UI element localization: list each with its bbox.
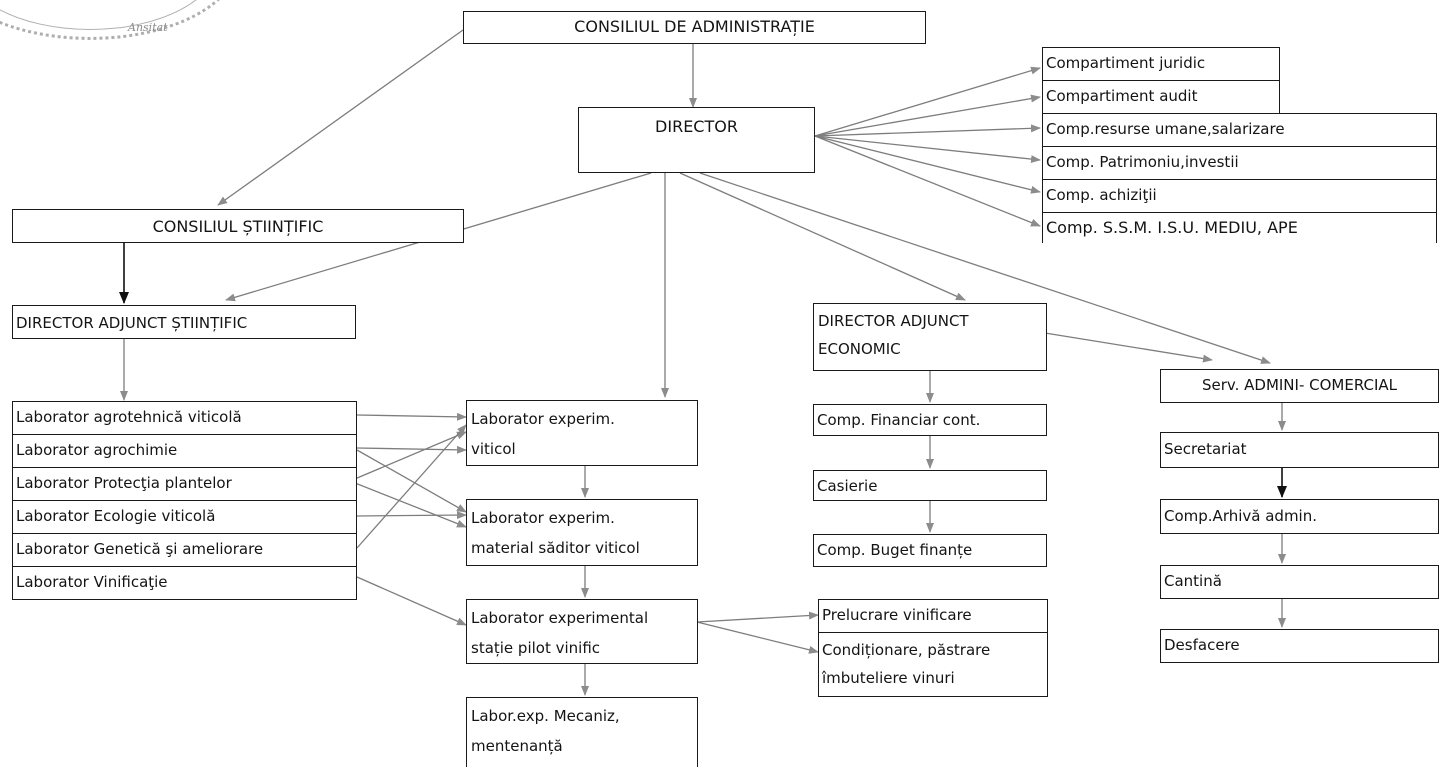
node-desfacere: Desfacere bbox=[1160, 629, 1439, 663]
node-comp-arhiva: Comp.Arhivă admin. bbox=[1160, 499, 1439, 534]
edge-lab6-to-statie bbox=[356, 576, 467, 626]
edge-lab3-to-viticol bbox=[349, 431, 467, 482]
node-label: Serv. ADMINI- COMERCIAL bbox=[1201, 376, 1398, 394]
admin-group: Serv. ADMINI- COMERCIAL Secretariat Comp… bbox=[1160, 369, 1439, 663]
lab-vinificatie: Laborator Vinificaţie bbox=[16, 573, 168, 591]
edge-statie-to-prelucrare bbox=[696, 611, 819, 623]
edge-director-to-juridic bbox=[814, 66, 1041, 137]
node-comp-financiar: Comp. Financiar cont. bbox=[813, 404, 1047, 436]
edge-director-to-patrimoniu bbox=[814, 135, 1041, 164]
laboratories-list: Laborator agrotehnică viticolă Laborator… bbox=[12, 401, 357, 600]
edge-lab5-to-viticol bbox=[356, 424, 467, 549]
edge-director-to-ssm bbox=[814, 135, 1041, 227]
node-label-line: material săditor viticol bbox=[471, 539, 640, 557]
node-serv-admin: Serv. ADMINI- COMERCIAL bbox=[1160, 369, 1439, 403]
node-lab-exp-viticol: Laborator experim. viticol bbox=[466, 400, 698, 466]
node-label-line: Labor.exp. Mecaniz, bbox=[471, 707, 620, 725]
compartment-resurse-umane: Comp.resurse umane,salarizare bbox=[1042, 113, 1437, 146]
node-label-line: stație pilot vinific bbox=[471, 639, 601, 657]
edge-director-to-audit bbox=[814, 94, 1041, 137]
stamp-text: Ansitat bbox=[128, 21, 168, 34]
node-cantina: Cantină bbox=[1160, 565, 1439, 599]
node-prelucrare: Prelucrare vinificare bbox=[819, 600, 1047, 633]
node-comp-buget: Comp. Buget finanțe bbox=[813, 534, 1047, 567]
node-label: Casierie bbox=[817, 477, 878, 495]
edge-statie-to-conditionare bbox=[696, 621, 819, 654]
node-label: Desfacere bbox=[1164, 636, 1240, 654]
node-lab-exp-mecaniz: Labor.exp. Mecaniz, mentenanță bbox=[466, 697, 698, 767]
node-label-line: Laborator experimental bbox=[471, 609, 649, 627]
node-director-adjunct-economic: DIRECTOR ADJUNCT ECONOMIC bbox=[813, 303, 1047, 371]
node-lab-exp-statie: Laborator experimental stație pilot vini… bbox=[466, 599, 698, 664]
node-consiliul-stiintific: CONSILIUL ȘTIINȚIFIC bbox=[12, 209, 464, 243]
lab-protectia-plantelor: Laborator Protecţia plantelor bbox=[13, 468, 356, 501]
node-label: DIRECTOR ADJUNCT ȘTIINȚIFIC bbox=[16, 314, 248, 332]
node-label-line: mentenanță bbox=[471, 737, 563, 755]
node-casierie: Casierie bbox=[813, 470, 1047, 501]
edge-lab4-to-material bbox=[356, 511, 467, 520]
node-conditionare: Condiționare, păstrare îmbuteliere vinur… bbox=[819, 633, 1047, 692]
compartment-audit: Compartiment audit bbox=[1042, 80, 1280, 113]
edge-lab1-to-viticol bbox=[356, 412, 467, 421]
edge-lab3-to-material bbox=[349, 480, 467, 528]
node-lab-exp-material: Laborator experim. material săditor viti… bbox=[466, 499, 698, 566]
lab-agrotehnica: Laborator agrotehnică viticolă bbox=[13, 402, 356, 435]
edge-da-economic-to-serv-admin bbox=[1044, 332, 1213, 363]
node-label-line: îmbuteliere vinuri bbox=[822, 669, 955, 687]
lab-genetica: Laborator Genetică şi ameliorare bbox=[13, 534, 356, 567]
node-label: Comp. Financiar cont. bbox=[817, 411, 981, 429]
edge-ca-to-consiliul-stiintific bbox=[217, 29, 464, 206]
edge-director-to-achizitii bbox=[814, 135, 1041, 194]
compartment-achizitii: Comp. achiziţii bbox=[1042, 179, 1437, 212]
node-label: Comp. Buget finanțe bbox=[817, 541, 973, 559]
node-label: DIRECTOR bbox=[655, 117, 738, 136]
node-label: CONSILIUL DE ADMINISTRAȚIE bbox=[574, 17, 815, 36]
node-label: CONSILIUL ȘTIINȚIFIC bbox=[152, 217, 324, 236]
compartment-juridic: Compartiment juridic bbox=[1042, 47, 1280, 80]
node-consiliul-administratie: CONSILIUL DE ADMINISTRAȚIE bbox=[463, 11, 926, 44]
edge-lab2-to-viticol bbox=[356, 445, 467, 454]
edge-director-to-serv-admin bbox=[699, 172, 1271, 364]
node-label: Comp.Arhivă admin. bbox=[1164, 507, 1317, 525]
edge-lab2-to-material bbox=[356, 449, 467, 513]
node-director: DIRECTOR bbox=[578, 107, 815, 173]
edge-director-to-da-economic bbox=[679, 172, 966, 301]
node-label: Cantină bbox=[1164, 572, 1222, 590]
edge-director-to-resurse bbox=[814, 124, 1041, 137]
compartment-patrimoniu: Comp. Patrimoniu,investii bbox=[1042, 146, 1437, 179]
compartments-group: Compartiment juridic Compartiment audit … bbox=[1042, 47, 1437, 243]
node-label-line: DIRECTOR ADJUNCT bbox=[818, 312, 969, 330]
lab-agrochimie: Laborator agrochimie bbox=[13, 435, 356, 468]
node-label-line: Condiționare, păstrare bbox=[822, 641, 991, 659]
lab-ecologie: Laborator Ecologie viticolă bbox=[13, 501, 356, 534]
node-label-line: Laborator experim. bbox=[471, 509, 615, 527]
node-director-adjunct-stiintific: DIRECTOR ADJUNCT ȘTIINȚIFIC bbox=[12, 305, 356, 339]
compartment-ssm: Comp. S.S.M. I.S.U. MEDIU, APE bbox=[1042, 212, 1437, 243]
node-label-line: viticol bbox=[471, 440, 516, 458]
vinification-group: Prelucrare vinificare Condiționare, păst… bbox=[818, 599, 1048, 697]
node-secretariat: Secretariat bbox=[1160, 432, 1439, 468]
node-label: Secretariat bbox=[1164, 440, 1247, 458]
node-label-line: ECONOMIC bbox=[818, 340, 901, 358]
node-label-line: Laborator experim. bbox=[471, 410, 615, 428]
